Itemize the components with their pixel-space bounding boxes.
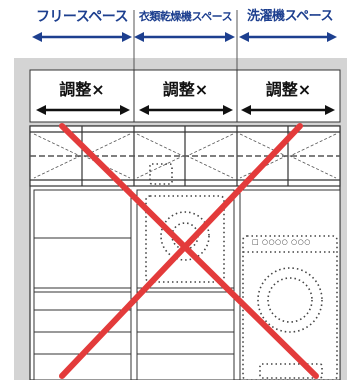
arrow-head-left-icon <box>134 32 144 42</box>
space-dimension-arrows <box>32 32 337 42</box>
middle-storage-column <box>136 189 235 380</box>
arrow-head-right-icon <box>327 32 337 42</box>
arrow-head-left-icon <box>241 105 251 115</box>
red-x-overlay <box>59 123 319 379</box>
adjust-label-box <box>29 69 341 123</box>
arrow-head-right-icon <box>120 105 130 115</box>
red-x-stroke-2 <box>59 123 303 379</box>
washer-control-panel: □ ○○○○ ○○○ <box>252 238 311 246</box>
adjust-label-middle: 調整× <box>162 80 209 99</box>
arrow-head-left-icon <box>32 32 42 42</box>
arrow-head-right-icon <box>225 32 235 42</box>
arrow-head-right-icon <box>122 32 132 42</box>
red-x-stroke-1 <box>59 123 319 379</box>
adjust-label-right: 調整× <box>265 80 312 99</box>
arrow-head-left-icon <box>239 32 249 42</box>
adjust-label-left: 調整× <box>59 80 105 99</box>
washer-space-label: 洗濯機スペース <box>247 9 333 24</box>
washer-outline <box>242 235 338 380</box>
free-space-label: フリースペース <box>35 9 129 25</box>
arrow-head-right-icon <box>325 105 335 115</box>
upper-door-swing-marks <box>30 133 340 179</box>
left-storage-column <box>33 189 132 380</box>
arrow-head-left-icon <box>36 105 46 115</box>
arrow-head-left-icon <box>139 105 149 115</box>
arrow-head-right-icon <box>223 105 233 115</box>
dryer-space-label: 衣類乾燥機スペース <box>138 10 233 23</box>
adjust-arrows <box>36 105 335 115</box>
